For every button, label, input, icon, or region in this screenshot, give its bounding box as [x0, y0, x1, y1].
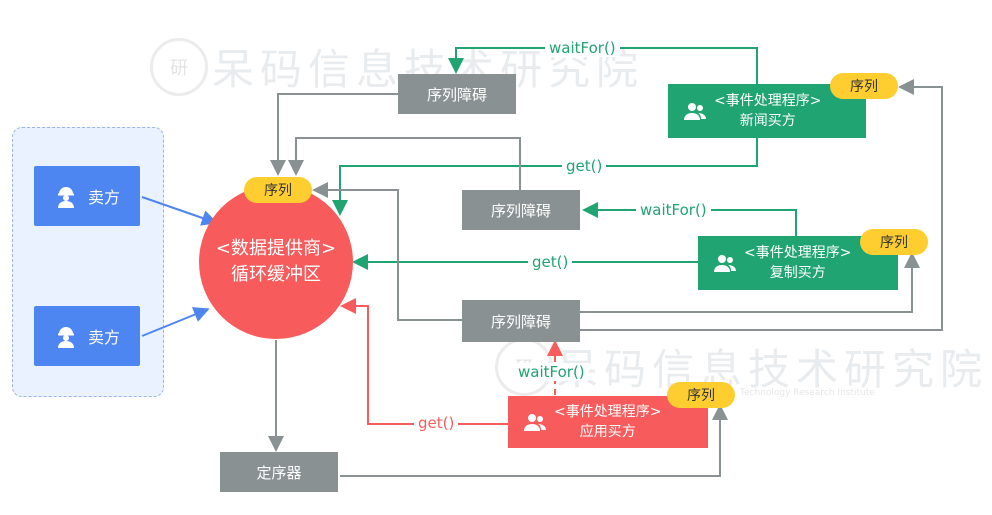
sequence-barrier: 序列障碍 [462, 190, 580, 230]
news-handler-title: <事件处理程序> [714, 93, 822, 109]
copy-handler-name: 复制买方 [769, 265, 826, 281]
users-icon [714, 255, 736, 272]
watermark-text: 呆码信息技术研究院 [556, 345, 989, 394]
seller-label: 卖方 [87, 188, 120, 207]
worker-icon [57, 327, 74, 348]
news-buyer-handler: <事件处理程序> 新闻买方 [668, 84, 866, 138]
barrier2-edge [288, 137, 521, 190]
app-handler-name: 应用买方 [579, 424, 636, 440]
barrier3-news-edge [580, 79, 943, 331]
worker-icon [57, 187, 74, 208]
ring-buffer-sequence-badge: 序列 [244, 177, 312, 203]
ring-buffer-subtitle: 循环缓冲区 [231, 264, 321, 285]
sequencer-box: 定序器 [220, 452, 338, 492]
barrier3-copy-edge [580, 252, 920, 313]
copy-sequence-badge: 序列 [860, 229, 928, 255]
watermark-subtext: Technology Research Institute [740, 388, 875, 398]
seller-arrow [141, 307, 210, 337]
wait-copy-label: waitFor() [636, 201, 711, 219]
seller-box: 卖方 [34, 166, 140, 226]
copy-handler-title: <事件处理程序> [744, 245, 852, 261]
seller-box: 卖方 [34, 306, 140, 366]
news-sequence-badge: 序列 [830, 73, 898, 99]
barrier1-edge [270, 93, 398, 176]
news-handler-name: 新闻买方 [739, 113, 796, 129]
users-icon [684, 103, 706, 120]
get-copy-label: get() [528, 253, 573, 271]
seller-label: 卖方 [87, 328, 120, 347]
app-sequence-badge: 序列 [667, 382, 735, 408]
seller-arrow [141, 196, 218, 226]
get-news-label: get() [562, 157, 607, 175]
users-icon [524, 414, 546, 431]
wait-app-label: waitFor() [514, 363, 589, 381]
watermark-seal: 研 [150, 38, 208, 96]
ring-buffer: <数据提供商> 循环缓冲区 [199, 185, 353, 339]
sequence-barrier: 序列障碍 [398, 74, 516, 114]
app-handler-title: <事件处理程序> [554, 404, 662, 420]
get-app-label: get() [414, 414, 459, 432]
sequence-barrier: 序列障碍 [462, 300, 580, 342]
barrier3-edge [312, 182, 462, 321]
wait-news-label: waitFor() [545, 39, 620, 57]
ring-buffer-title: <数据提供商> [215, 238, 337, 259]
sequencer-to-app-edge [340, 404, 728, 477]
